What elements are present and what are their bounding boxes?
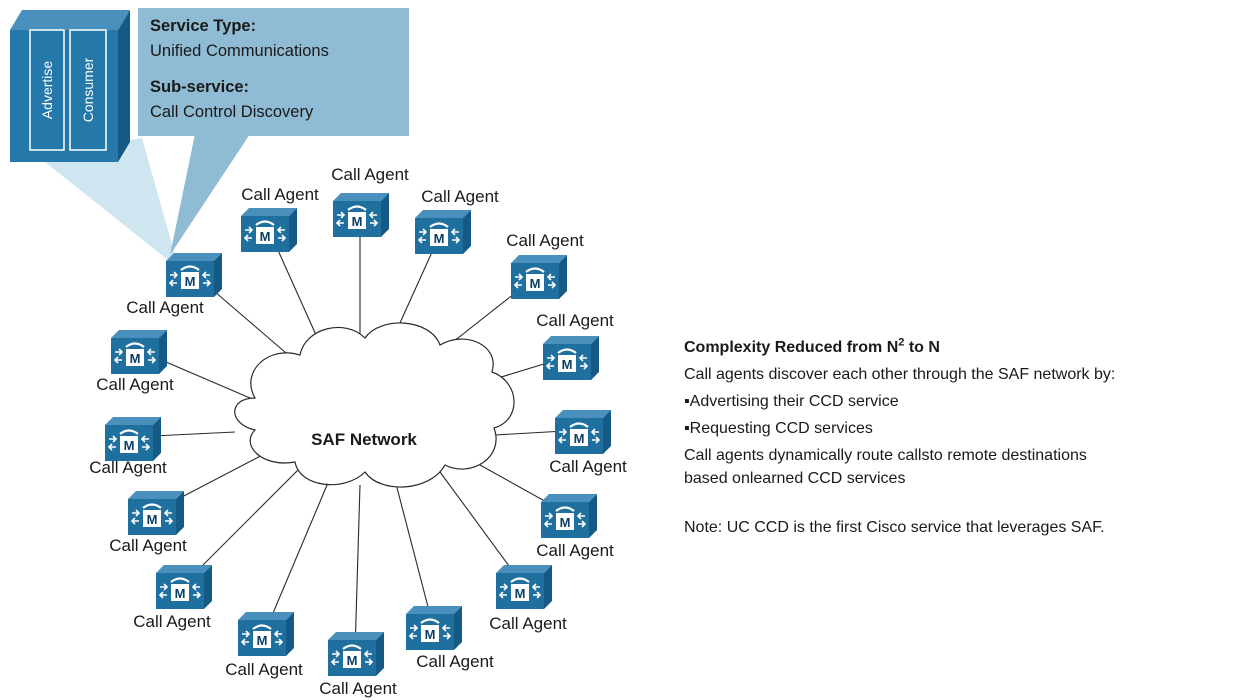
device-glyph: M xyxy=(560,515,571,530)
network-link xyxy=(354,484,361,653)
info-panel: Complexity Reduced from N2 to N Call age… xyxy=(684,336,1254,539)
device-glyph: M xyxy=(124,438,135,453)
call-agent-device[interactable]: M xyxy=(541,494,597,538)
device-glyph: M xyxy=(175,586,186,601)
device-glyph: M xyxy=(352,214,363,229)
callout-pointer xyxy=(170,134,250,255)
consumer-label: Consumer xyxy=(80,57,96,122)
device-glyph: M xyxy=(260,229,271,244)
call-agent-device[interactable]: M xyxy=(166,253,222,297)
call-agent-label: Call Agent xyxy=(536,541,614,560)
call-agent-device[interactable]: M xyxy=(238,612,294,656)
call-agent-device[interactable]: M xyxy=(406,606,462,650)
call-agent-device[interactable]: M xyxy=(555,410,611,454)
callout-beam xyxy=(40,138,175,260)
call-agent-device[interactable]: M xyxy=(328,632,384,676)
device-glyph: M xyxy=(530,276,541,291)
call-agent-label: Call Agent xyxy=(549,457,627,476)
call-agent-device[interactable]: M xyxy=(543,336,599,380)
service-type-value: Unified Communications xyxy=(150,42,329,60)
call-agent-device[interactable]: M xyxy=(156,565,212,609)
call-agent-device[interactable]: M xyxy=(333,193,389,237)
sub-service-value: Call Control Discovery xyxy=(150,103,314,121)
advertise-label: Advertise xyxy=(39,61,55,120)
call-agent-device[interactable]: M xyxy=(241,208,297,252)
info-routing-line2: based onlearned CCD services xyxy=(684,470,906,487)
call-agent-label: Call Agent xyxy=(331,165,409,184)
call-agent-device[interactable]: M xyxy=(111,330,167,374)
device-glyph: M xyxy=(147,512,158,527)
call-agents: M M M M M M M M M M M M M M M M xyxy=(105,193,611,676)
bullet-item: Advertising their CCD service xyxy=(684,390,1254,413)
heading-superscript: 2 xyxy=(898,336,905,349)
call-agent-label: Call Agent xyxy=(536,311,614,330)
device-glyph: M xyxy=(425,627,436,642)
call-agent-label: Call Agent xyxy=(126,298,204,317)
call-agent-device[interactable]: M xyxy=(415,210,471,254)
info-heading: Complexity Reduced from N2 to N xyxy=(684,336,940,356)
call-agent-device[interactable]: M xyxy=(128,491,184,535)
service-descriptor-book: Advertise Consumer xyxy=(10,10,130,162)
call-agent-label: Call Agent xyxy=(489,614,567,633)
bullet-item: Requesting CCD services xyxy=(684,417,1254,440)
saf-network-cloud: SAF Network xyxy=(234,322,515,488)
call-agent-label: Call Agent xyxy=(225,660,303,679)
info-routing-line1: Call agents dynamically route callsto re… xyxy=(684,447,1087,464)
device-glyph: M xyxy=(562,357,573,372)
call-agent-label: Call Agent xyxy=(241,185,319,204)
call-agent-device[interactable]: M xyxy=(511,255,567,299)
call-agent-label: Call Agent xyxy=(319,679,397,698)
sub-service-label: Sub-service: xyxy=(150,78,249,96)
device-glyph: M xyxy=(347,653,358,668)
call-agent-device[interactable]: M xyxy=(496,565,552,609)
call-agent-label: Call Agent xyxy=(133,612,211,631)
call-agent-label: Call Agent xyxy=(89,458,167,477)
info-intro: Call agents discover each other through … xyxy=(684,366,1116,383)
call-agent-device[interactable]: M xyxy=(105,417,161,461)
call-agent-label: Call Agent xyxy=(506,231,584,250)
cloud-label: SAF Network xyxy=(311,430,417,449)
info-note: Note: UC CCD is the first Cisco service … xyxy=(684,519,1105,536)
call-agent-label: Call Agent xyxy=(421,187,499,206)
call-agent-label: Call Agent xyxy=(109,536,187,555)
call-agent-label: Call Agent xyxy=(416,652,494,671)
device-glyph: M xyxy=(515,586,526,601)
callout-box xyxy=(138,8,409,136)
info-bullets: Advertising their CCD service Requesting… xyxy=(684,390,1254,440)
device-glyph: M xyxy=(574,431,585,446)
device-glyph: M xyxy=(130,351,141,366)
call-agent-label: Call Agent xyxy=(96,375,174,394)
network-link xyxy=(394,479,434,627)
device-glyph: M xyxy=(185,274,196,289)
device-glyph: M xyxy=(257,633,268,648)
network-link xyxy=(264,477,331,633)
service-type-label: Service Type: xyxy=(150,17,256,35)
device-glyph: M xyxy=(434,231,445,246)
